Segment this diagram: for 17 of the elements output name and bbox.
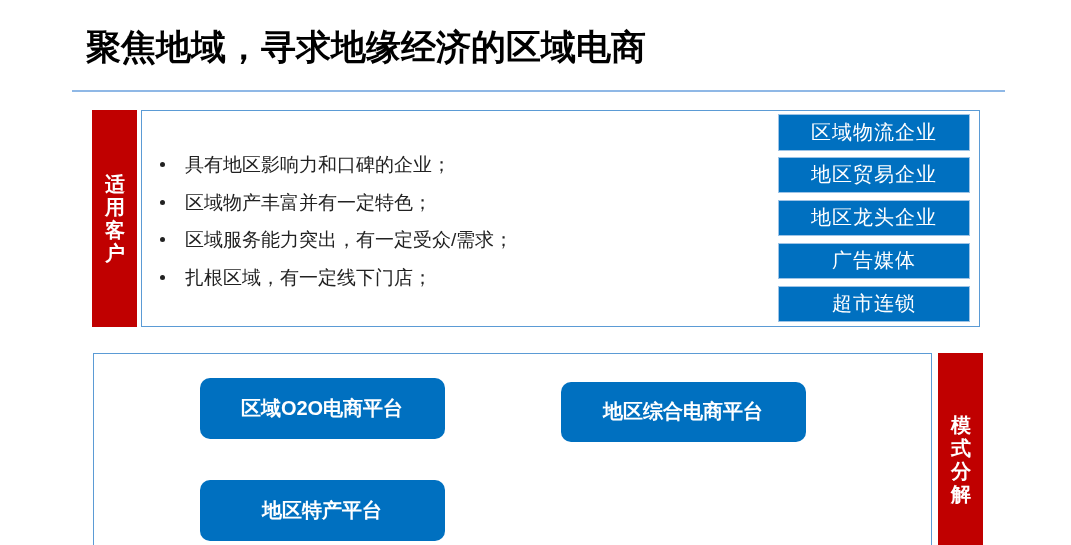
category-box: 区域物流企业 bbox=[777, 113, 970, 151]
list-item: 区域服务能力突出，有一定受众/需求； bbox=[185, 228, 514, 253]
category-box: 超市连锁 bbox=[777, 285, 970, 322]
outlined-panel bbox=[93, 353, 932, 545]
category-box: 地区龙头企业 bbox=[777, 199, 970, 236]
category-box: 广告媒体 bbox=[777, 242, 970, 279]
outlined-panel bbox=[141, 110, 980, 327]
rounded-box: 地区综合电商平台 bbox=[560, 381, 806, 442]
rounded-box: 地区特产平台 bbox=[199, 479, 445, 541]
side-tab: 模式分解 bbox=[938, 353, 983, 545]
title: 聚焦地域，寻求地缘经济的区域电商 bbox=[86, 26, 646, 68]
list-item: 扎根区域，有一定线下门店； bbox=[185, 266, 432, 291]
rounded-box: 区域O2O电商平台 bbox=[199, 377, 445, 439]
list-item: 具有地区影响力和口碑的企业； bbox=[185, 153, 451, 177]
category-box: 地区贸易企业 bbox=[777, 156, 970, 193]
side-tab: 适用客户 bbox=[92, 110, 137, 327]
list-item: 区域物产丰富并有一定特色； bbox=[185, 190, 432, 215]
